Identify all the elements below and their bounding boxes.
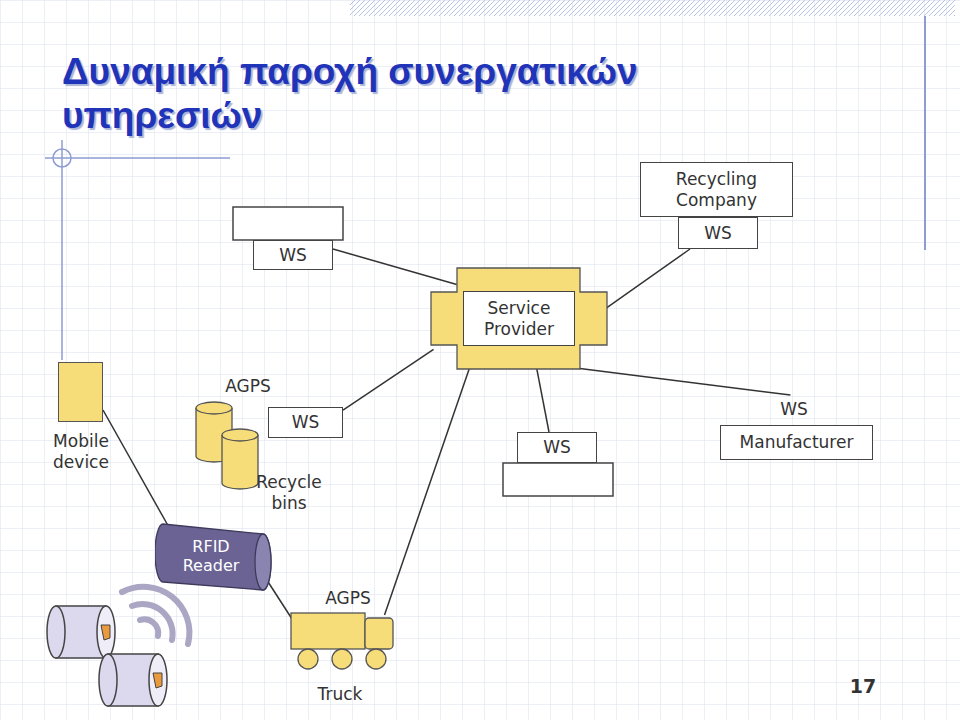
slide-title: Δυναμική παροχή συνεργατικών υπηρεσιών <box>62 50 682 138</box>
node-text: Truck <box>300 684 380 705</box>
connector-line <box>576 368 790 395</box>
ws-box: WS <box>268 407 343 438</box>
connector-line <box>537 369 549 432</box>
node-text: Recycling Company <box>647 169 786 211</box>
connector-line <box>606 249 690 308</box>
node-text: RFID Reader <box>165 537 257 575</box>
node-text: WS <box>543 437 571 458</box>
empty-box <box>233 207 343 240</box>
node-text: AGPS <box>318 588 378 609</box>
node-text: WS <box>279 245 307 266</box>
empty-box <box>503 463 613 496</box>
manufacturer-box: WSManufacturer <box>720 425 873 460</box>
rfid-text-area: RFID Reader <box>165 534 257 578</box>
ws-box: WS <box>517 432 597 463</box>
node-text: Manufacturer <box>740 432 854 453</box>
company-box: Recycling Company <box>640 162 793 217</box>
recycle-bin-cylinders <box>196 402 258 489</box>
bins-label: Recycle bins <box>250 472 328 514</box>
truck: AGPSTruck <box>290 612 395 672</box>
node-text: Service Provider <box>466 298 572 340</box>
node-text: WS <box>292 412 320 433</box>
connector-line <box>103 410 169 527</box>
page-number: 17 <box>838 676 888 697</box>
node-text: WS <box>759 399 829 420</box>
connector-line <box>385 369 470 615</box>
ws-box: WS <box>253 240 333 270</box>
connector-line <box>333 249 457 285</box>
node-text: WS <box>704 223 732 244</box>
ws-box: WS <box>678 217 758 249</box>
connector-line <box>343 349 434 410</box>
gps-label: AGPS <box>218 376 278 397</box>
rfid-tags <box>47 606 167 706</box>
service-provider-inner-box: Service Provider <box>463 291 575 346</box>
service-provider: Service Provider <box>430 267 608 370</box>
truck-drawing <box>290 612 395 672</box>
radio-waves <box>122 587 189 644</box>
node-text: Mobile device <box>46 431 116 473</box>
mobile-device: Mobile device <box>58 362 103 422</box>
rfid-reader: RFID Reader <box>155 520 270 590</box>
